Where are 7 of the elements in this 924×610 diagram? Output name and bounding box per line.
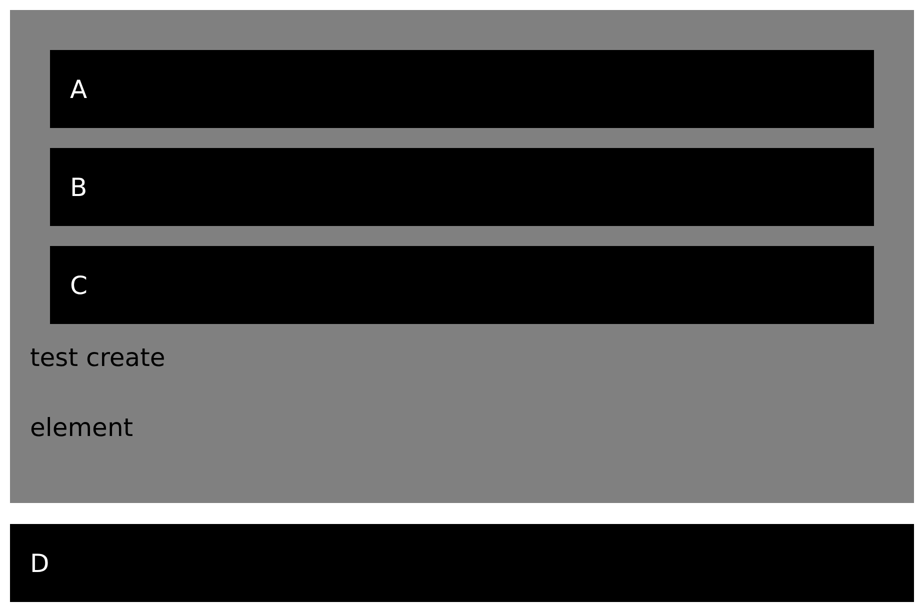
body-text: element: [30, 413, 134, 442]
body-text: test create: [30, 343, 166, 372]
panel: [10, 10, 914, 503]
list-item: D: [10, 524, 914, 602]
list-item: A: [50, 50, 874, 128]
list-item: C: [50, 246, 874, 324]
list-item: B: [50, 148, 874, 226]
